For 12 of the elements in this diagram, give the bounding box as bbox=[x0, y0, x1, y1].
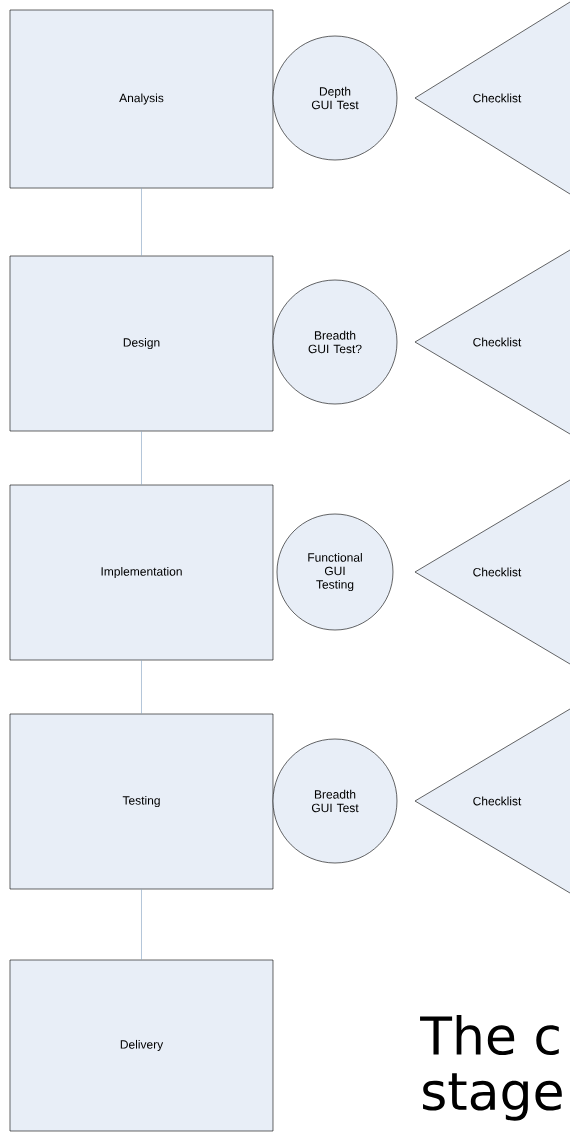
caption-text: The c bbox=[420, 1014, 559, 1056]
connector-line bbox=[141, 188, 142, 256]
connector-line bbox=[141, 660, 142, 714]
connector-line bbox=[141, 431, 142, 485]
checklist-triangle: Checklist bbox=[414, 1, 570, 195]
connector-line bbox=[141, 889, 142, 960]
checklist-triangle: Checklist bbox=[414, 249, 570, 435]
checklist-triangle: Checklist bbox=[414, 479, 570, 665]
caption-text: stage bbox=[423, 1073, 562, 1121]
checklist-triangle: Checklist bbox=[414, 708, 570, 894]
process-box: Implementation bbox=[9, 484, 274, 661]
process-box: Delivery bbox=[9, 959, 274, 1132]
